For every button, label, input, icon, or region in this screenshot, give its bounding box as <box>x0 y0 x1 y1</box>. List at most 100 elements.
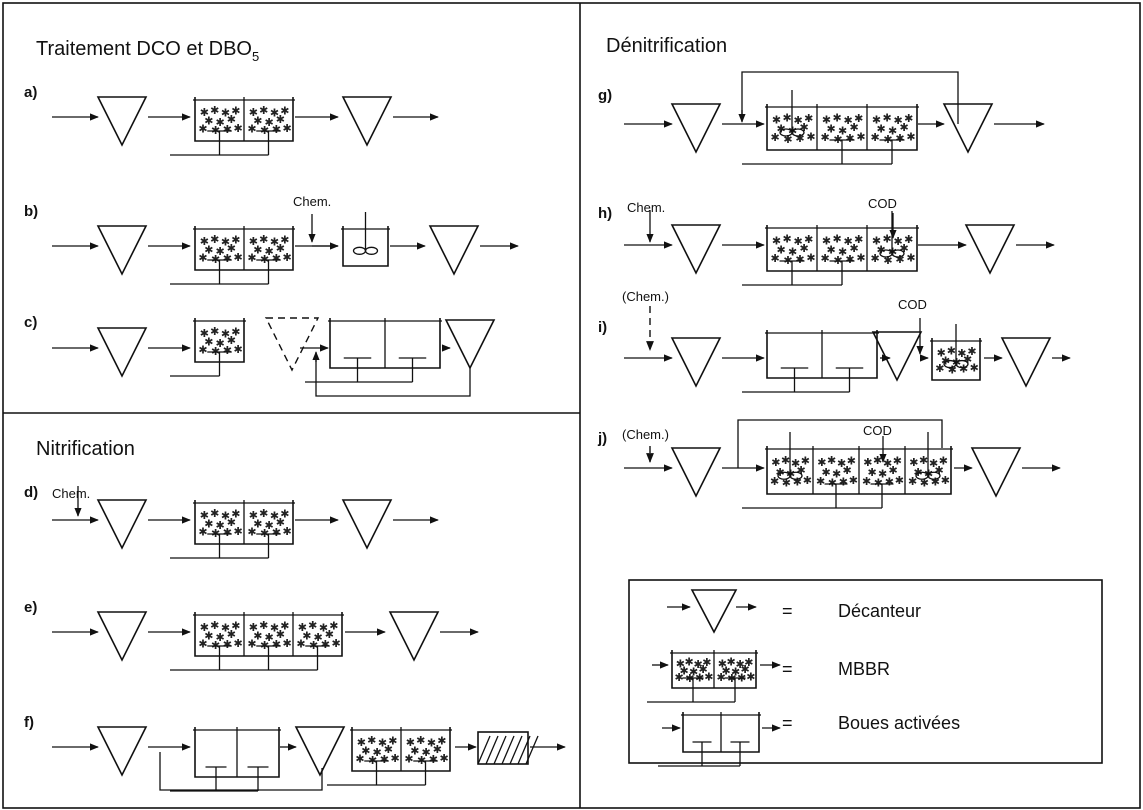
media-carrier-icon: ✱ <box>731 666 740 679</box>
media-carrier-icon: ✱ <box>200 235 209 248</box>
media-carrier-icon: ✱ <box>259 507 268 520</box>
media-carrier-icon: ✱ <box>771 252 780 265</box>
media-carrier-icon: ✱ <box>227 334 236 347</box>
media-carrier-icon: ✱ <box>885 476 894 489</box>
media-carrier-icon: ✱ <box>204 518 213 531</box>
decanter-dashed-icon <box>264 317 320 372</box>
media-carrier-icon: ✱ <box>844 114 853 127</box>
media-carrier-icon: ✱ <box>817 456 826 469</box>
media-carrier-icon: ✱ <box>440 752 449 765</box>
decanter-icon <box>388 611 440 662</box>
media-carrier-icon: ✱ <box>198 123 207 136</box>
media-carrier-icon: ✱ <box>200 106 209 119</box>
media-carrier-icon: ✱ <box>906 252 915 265</box>
media-carrier-icon: ✱ <box>427 737 436 750</box>
media-carrier-icon: ✱ <box>302 630 311 643</box>
media-carrier-icon: ✱ <box>200 327 209 340</box>
chem-label-h: Chem. <box>627 200 665 215</box>
media-carrier-icon: ✱ <box>265 116 274 129</box>
media-carrier-icon: ✱ <box>821 252 830 265</box>
media-carrier-icon: ✱ <box>265 245 274 258</box>
media-carrier-icon: ✱ <box>770 475 779 488</box>
media-carrier-icon: ✱ <box>854 233 863 246</box>
decanter-icon <box>970 447 1022 498</box>
media-carrier-icon: ✱ <box>314 631 323 644</box>
media-carrier-icon: ✱ <box>253 115 262 128</box>
legend-label-decanter: Décanteur <box>838 601 921 621</box>
media-carrier-icon: ✱ <box>795 253 804 266</box>
media-carrier-icon: ✱ <box>839 476 848 489</box>
media-carrier-icon: ✱ <box>906 131 915 144</box>
media-carrier-icon: ✱ <box>777 244 786 257</box>
media-carrier-icon: ✱ <box>223 344 232 357</box>
media-carrier-icon: ✱ <box>221 107 230 120</box>
media-carrier-icon: ✱ <box>283 122 292 135</box>
legend-eq-decanter: = <box>782 601 793 621</box>
media-carrier-icon: ✱ <box>223 252 232 265</box>
mixer-icon <box>891 249 905 258</box>
filter-hatch <box>501 735 515 765</box>
media-carrier-icon: ✱ <box>270 510 279 523</box>
media-carrier-icon: ✱ <box>332 637 341 650</box>
legend-label-activated-sludge: Boues activées <box>838 713 960 733</box>
cod-label-h: COD <box>868 196 897 211</box>
legend-eq-activated-sludge: = <box>782 713 793 733</box>
media-carrier-icon: ✱ <box>357 736 366 749</box>
media-carrier-icon: ✱ <box>223 526 232 539</box>
media-carrier-icon: ✱ <box>900 242 909 255</box>
media-carrier-icon: ✱ <box>863 456 872 469</box>
legend-label-mbbr: MBBR <box>838 659 890 679</box>
media-carrier-icon: ✱ <box>198 252 207 265</box>
decanter-icon <box>670 337 722 388</box>
media-carrier-icon: ✱ <box>210 507 219 520</box>
media-carrier-icon: ✱ <box>416 734 425 747</box>
media-carrier-icon: ✱ <box>210 233 219 246</box>
media-carrier-icon: ✱ <box>270 236 279 249</box>
media-carrier-icon: ✱ <box>828 477 837 490</box>
media-carrier-icon: ✱ <box>325 628 334 641</box>
media-carrier-icon: ✱ <box>247 252 256 265</box>
media-carrier-icon: ✱ <box>272 252 281 265</box>
process-symbols: ✱ ✱ ✱ ✱ ✱ ✱ ✱ ✱ ✱ ✱ ✱ ✱ ✱ ✱ ✱ ✱ ✱ ✱ ✱ ✱ ✱ ✱ ✱ ✱ ✱ ✱ ✱ ✱ ✱ ✱ ✱ ✱ ✱ ✱ ✱ ✱ ✱ ✱ ✱ ✱… <box>52 71 1071 792</box>
mixer-icon <box>789 471 803 480</box>
media-carrier-icon: ✱ <box>849 474 858 487</box>
media-carrier-icon: ✱ <box>904 112 913 125</box>
row-label-b: b) <box>24 203 38 220</box>
media-carrier-icon: ✱ <box>777 123 786 136</box>
media-carrier-icon: ✱ <box>223 638 232 651</box>
media-carrier-icon: ✱ <box>736 658 745 671</box>
media-carrier-icon: ✱ <box>676 657 685 670</box>
media-carrier-icon: ✱ <box>210 619 219 632</box>
media-carrier-icon: ✱ <box>249 621 258 634</box>
media-carrier-icon: ✱ <box>319 622 328 635</box>
media-carrier-icon: ✱ <box>920 477 929 490</box>
media-carrier-icon: ✱ <box>801 455 810 468</box>
media-carrier-icon: ✱ <box>704 670 713 683</box>
media-carrier-icon: ✱ <box>772 114 781 127</box>
media-carrier-icon: ✱ <box>204 244 213 257</box>
media-carrier-icon: ✱ <box>941 474 950 487</box>
decanter-icon <box>96 499 148 550</box>
media-carrier-icon: ✱ <box>200 621 209 634</box>
media-carrier-icon: ✱ <box>947 345 956 358</box>
media-carrier-icon: ✱ <box>935 464 944 477</box>
media-carrier-icon: ✱ <box>791 457 800 470</box>
media-carrier-icon: ✱ <box>216 631 225 644</box>
media-carrier-icon: ✱ <box>234 343 243 356</box>
row-label-d: d) <box>24 484 38 501</box>
media-carrier-icon: ✱ <box>862 475 871 488</box>
media-carrier-icon: ✱ <box>722 664 731 677</box>
media-carrier-icon: ✱ <box>198 638 207 651</box>
media-carrier-icon: ✱ <box>832 111 841 124</box>
media-carrier-icon: ✱ <box>221 510 230 523</box>
media-carrier-icon: ✱ <box>280 105 289 118</box>
media-carrier-icon: ✱ <box>378 737 387 750</box>
mixer-icon <box>791 128 805 137</box>
decanter-icon <box>1000 337 1052 388</box>
media-carrier-icon: ✱ <box>900 121 909 134</box>
media-carrier-icon: ✱ <box>221 622 230 635</box>
decanter-icon <box>670 447 722 498</box>
media-carrier-icon: ✱ <box>388 735 397 748</box>
media-carrier-icon: ✱ <box>793 476 802 489</box>
